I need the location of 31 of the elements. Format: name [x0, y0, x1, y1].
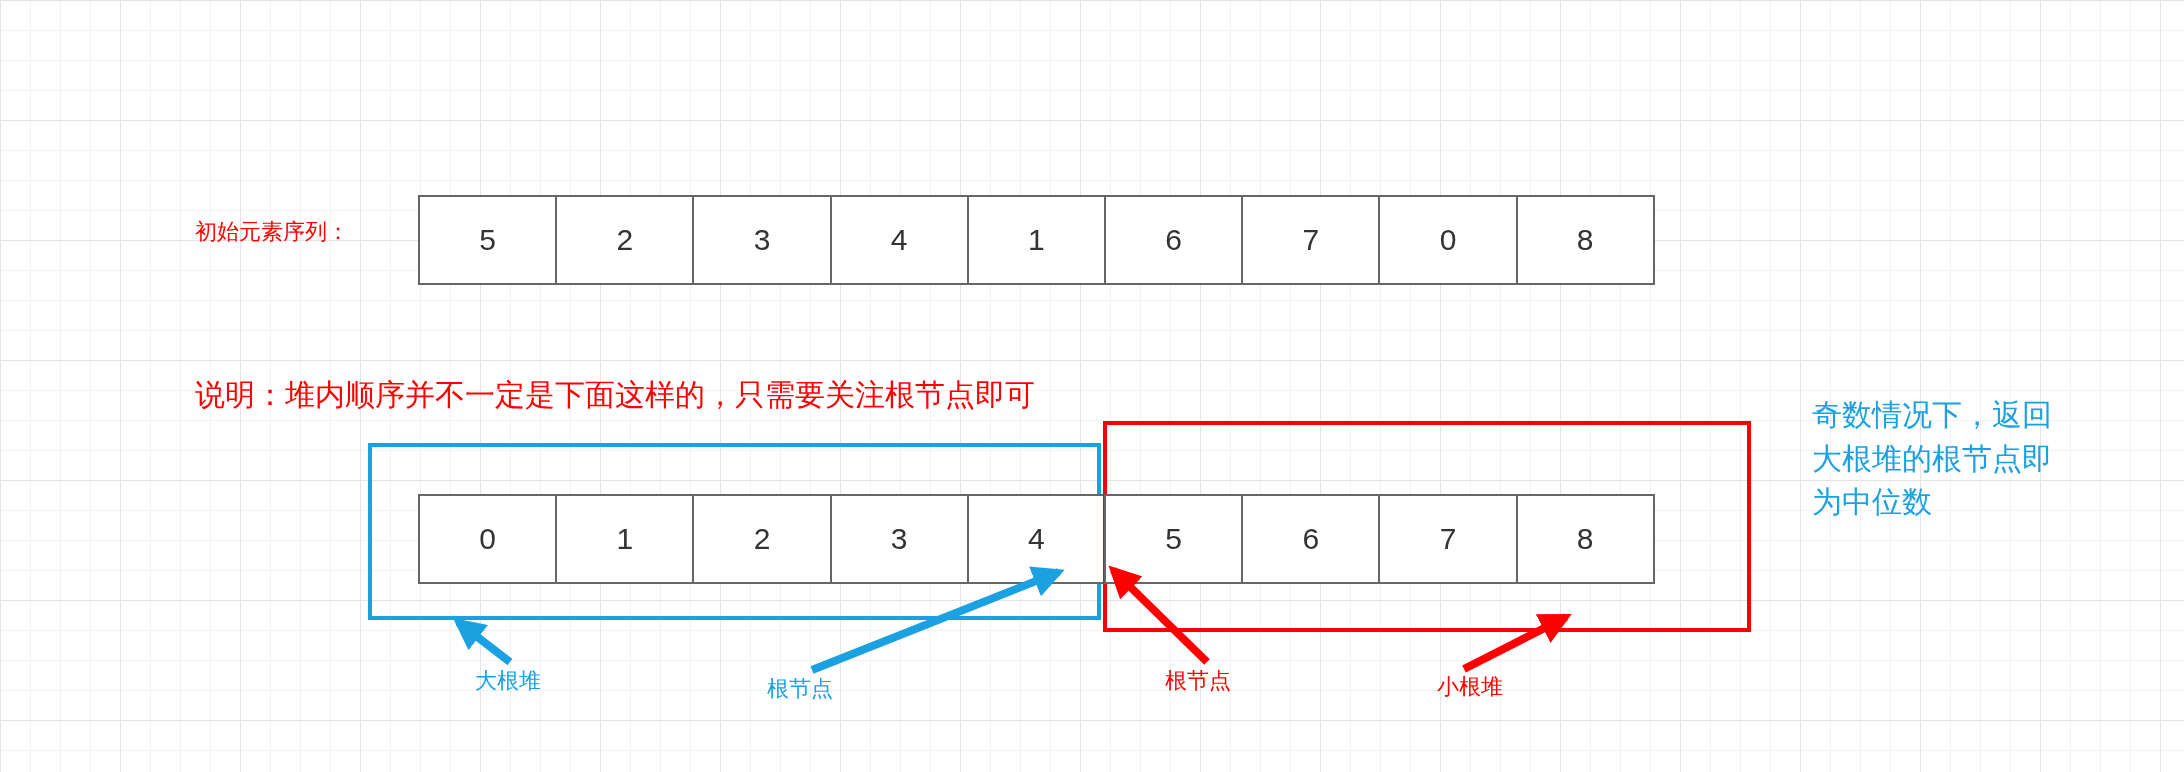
array-cell: 5 — [1104, 494, 1244, 584]
array-cell: 7 — [1378, 494, 1518, 584]
row-caption: 初始元素序列： — [195, 218, 349, 246]
heap-frame — [1103, 421, 1751, 632]
array-cell: 4 — [829, 195, 969, 285]
arrow — [810, 566, 1065, 674]
arrow — [1462, 613, 1572, 673]
arrow-caption: 小根堆 — [1430, 670, 1510, 704]
array-cell: 0 — [418, 494, 558, 584]
arrow-caption: 根节点 — [1158, 664, 1238, 698]
arrow-caption: 根节点 — [760, 672, 840, 706]
arrow-caption: 大根堆 — [468, 664, 548, 698]
array-cell: 1 — [966, 195, 1106, 285]
array-cell: 6 — [1241, 494, 1381, 584]
array-cell: 0 — [1378, 195, 1518, 285]
array-cell: 5 — [418, 195, 558, 285]
array-cell: 2 — [555, 195, 695, 285]
note-text: 奇数情况下，返回大根堆的根节点即为中位数 — [1812, 396, 2053, 521]
array-cell: 4 — [966, 494, 1106, 584]
array-cell: 3 — [692, 195, 832, 285]
note-text: 说明：堆内顺序并不一定是下面这样的，只需要关注根节点即可 — [195, 376, 1035, 414]
array-cell: 8 — [1515, 195, 1655, 285]
arrow — [452, 618, 513, 666]
array-cell: 7 — [1241, 195, 1381, 285]
array-cell: 3 — [829, 494, 969, 584]
arrow — [1108, 565, 1210, 665]
array-cell: 2 — [692, 494, 832, 584]
heap-frame — [368, 443, 1101, 620]
array-cell: 8 — [1515, 494, 1655, 584]
array-cell: 1 — [555, 494, 695, 584]
array-cell: 6 — [1104, 195, 1244, 285]
